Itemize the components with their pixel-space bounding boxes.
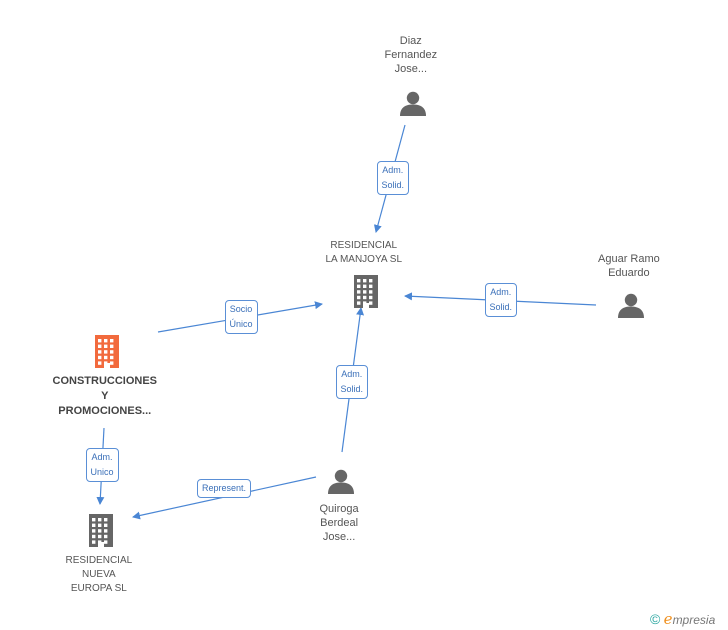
empresia-logo-initial: e: [663, 610, 673, 628]
edge-label-aguar-to-residencial-manjoya[interactable]: Adm. Solid.: [484, 283, 518, 317]
person-icon[interactable]: [399, 90, 427, 121]
building-icon[interactable]: [86, 513, 116, 552]
edge-label-line: Represent.: [202, 482, 247, 493]
edge-label-line: Único: [229, 319, 253, 329]
empresia-logo-text: mpresia: [672, 613, 716, 627]
edge-label-line: Solid.: [489, 302, 513, 312]
node-label-line: RESIDENCIAL: [330, 240, 398, 251]
edge-label-quiroga-to-residencial-manjoya[interactable]: Adm. Solid.: [335, 365, 369, 399]
node-label-line: Fernandez: [384, 49, 438, 61]
node-label-line: NUEVA: [81, 569, 116, 580]
edge-label-diaz-to-residencial-manjoya[interactable]: Adm. Solid.: [376, 161, 410, 195]
node-label-line: Aguar Ramo: [598, 253, 660, 265]
node-label-line: Diaz: [399, 35, 422, 47]
person-icon[interactable]: [327, 468, 355, 499]
edge-label-quiroga-to-residencial-nueva[interactable]: Represent.: [197, 478, 252, 498]
node-label-line: Jose...: [394, 63, 427, 75]
node-label-line: CONSTRUCCIONES: [52, 375, 158, 387]
building-icon[interactable]: [351, 274, 381, 313]
edge-label-line: Adm.: [341, 369, 363, 379]
node-label-construcciones[interactable]: CONSTRUCCIONES Y PROMOCIONES...: [53, 374, 158, 419]
node-label-line: Jose...: [322, 531, 356, 543]
node-label-line: Quiroga: [319, 503, 359, 515]
node-label-line: PROMOCIONES...: [58, 405, 152, 417]
edge-label-line: Adm.: [382, 165, 404, 175]
edge-label-line: Solid.: [381, 180, 405, 190]
edge-label-line: Adm.: [91, 452, 113, 462]
edge-label-line: Solid.: [340, 384, 364, 394]
node-label-residencial-manjoya[interactable]: RESIDENCIAL LA MANJOYA SL: [326, 239, 403, 267]
edge-label-construcciones-to-residencial-nueva[interactable]: Adm. Unico: [85, 448, 119, 482]
node-label-line: EUROPA SL: [70, 583, 127, 594]
edge-label-line: Adm.: [490, 287, 512, 297]
node-label-line: RESIDENCIAL: [65, 555, 133, 566]
person-icon[interactable]: [617, 292, 645, 323]
building-icon[interactable]: [92, 334, 122, 373]
node-label-residencial-nueva[interactable]: RESIDENCIAL NUEVA EUROPA SL: [66, 554, 133, 596]
copyright-symbol: ©: [650, 611, 661, 627]
node-label-line: Berdeal: [320, 517, 359, 529]
edge-label-line: Unico: [90, 467, 114, 477]
node-label-line: Y: [101, 390, 109, 402]
node-label-line: LA MANJOYA SL: [325, 254, 403, 265]
copyright-footer[interactable]: © empresia: [650, 610, 715, 628]
node-label-line: Eduardo: [608, 267, 650, 279]
edge-label-line: Socio: [229, 304, 253, 314]
